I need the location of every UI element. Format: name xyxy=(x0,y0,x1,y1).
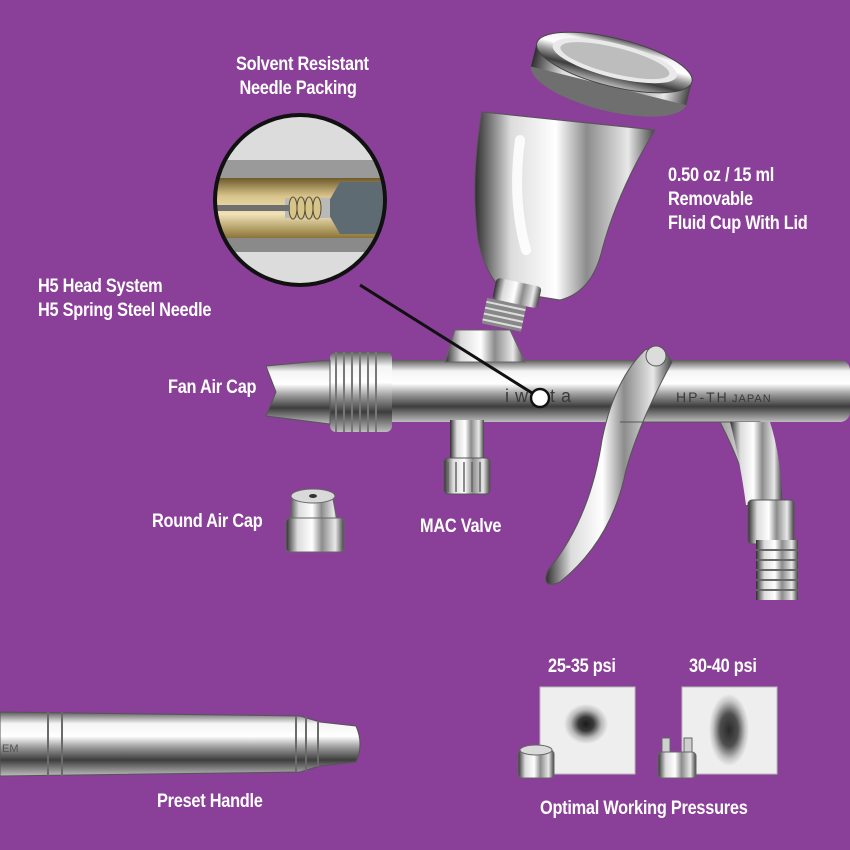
head-system-line-2: H5 Spring Steel Needle xyxy=(38,300,212,321)
preset-handle: EM xyxy=(0,711,361,777)
fluid-cup-line-1: 0.50 oz / 15 ml xyxy=(668,165,775,186)
fluid-cup-line-3: Fluid Cup With Lid xyxy=(668,213,808,234)
fluid-cup xyxy=(474,31,693,332)
head-system-line-1: H5 Head System xyxy=(38,276,163,297)
pressure-low-label: 25-35 psi xyxy=(548,656,616,677)
preset-handle-label: Preset Handle xyxy=(157,791,263,812)
needle-packing-zoom xyxy=(213,113,387,287)
spray-pattern-small xyxy=(539,686,636,775)
callout-dot xyxy=(529,387,551,409)
fluid-cup-line-2: Removable xyxy=(668,189,753,210)
round-air-cap xyxy=(285,488,345,553)
engraving-origin: JAPAN xyxy=(732,393,772,405)
needle-packing-line-1: Solvent Resistant xyxy=(236,54,369,75)
airbrush-body: iwata HP-TH JAPAN xyxy=(265,329,850,600)
pressure-high-label: 30-40 psi xyxy=(689,656,757,677)
fluid-cup-label: 0.50 oz / 15 ml Removable Fluid Cup With… xyxy=(668,164,808,236)
head-system-label: H5 Head System H5 Spring Steel Needle xyxy=(38,275,211,323)
needle-packing-line-2: Needle Packing xyxy=(239,78,357,99)
engraving-model: HP-TH xyxy=(676,389,729,405)
round-air-cap-label: Round Air Cap xyxy=(152,511,263,532)
needle-packing-label: Solvent Resistant Needle Packing xyxy=(236,53,369,101)
optimal-pressures-label: Optimal Working Pressures xyxy=(540,798,748,819)
mini-round-cap xyxy=(517,744,555,779)
fan-air-cap-label: Fan Air Cap xyxy=(168,377,257,398)
spray-pattern-large xyxy=(681,686,778,775)
svg-text:EM: EM xyxy=(2,743,19,755)
mac-valve-label: MAC Valve xyxy=(420,516,502,537)
mini-fan-cap xyxy=(657,737,697,779)
callout-line xyxy=(359,283,541,400)
